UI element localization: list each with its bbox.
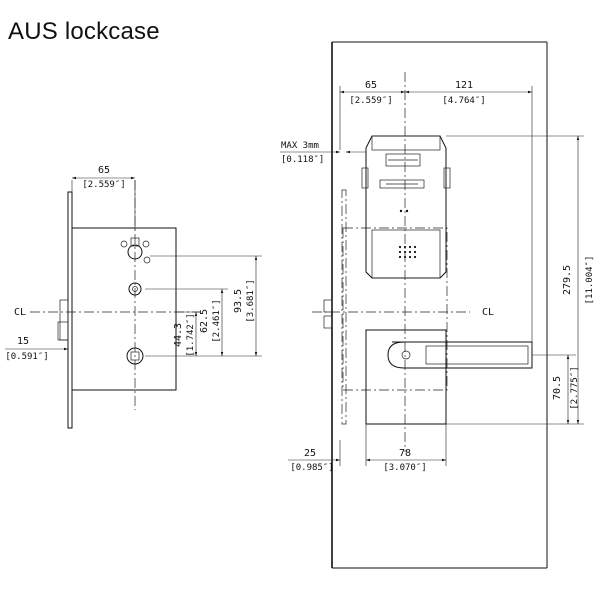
- dim-93-in: [3.681″]: [246, 279, 256, 322]
- dim-62-mm: 62.5: [199, 309, 210, 333]
- faceplate: [67, 191, 73, 429]
- keypad-module: [371, 229, 441, 279]
- dim-44-mm: 44.3: [173, 323, 184, 347]
- height-in: [11.004″]: [585, 256, 595, 305]
- lockcase-side-view: 65 [2.559″] CL 15 [0.591″] 44.3 [1.742″]…: [5, 165, 262, 429]
- deadbolt: [57, 321, 69, 341]
- right-left-in: [2.559″]: [349, 96, 392, 106]
- dim-44-in: [1.742″]: [186, 313, 196, 356]
- left-width-in: [2.559″]: [82, 180, 125, 190]
- dim-93-mm: 93.5: [233, 289, 244, 313]
- latch-bolt: [59, 299, 69, 341]
- bottom-mid-in: [3.070″]: [383, 463, 426, 473]
- bottom-left-in: [0.985″]: [290, 463, 333, 473]
- left-backset-in: [0.591″]: [5, 352, 48, 362]
- lower-mm: 70.5: [552, 376, 563, 400]
- door-latch-tongue: [323, 299, 333, 313]
- lever-handle: [365, 329, 533, 425]
- lockcase-body: [71, 227, 177, 391]
- middle-spindle-hole: [128, 282, 142, 296]
- right-left-mm: 65: [365, 80, 377, 91]
- page-title: AUS lockcase: [8, 18, 160, 45]
- keypad-icon: [398, 245, 417, 259]
- hidden-lockcase: [342, 227, 448, 391]
- door-deadbolt-tongue: [323, 315, 333, 329]
- left-cl-label: CL: [14, 307, 26, 318]
- height-mm: 279.5: [562, 265, 573, 295]
- lower-in: [2.775″]: [570, 366, 580, 409]
- left-backset-mm: 15: [17, 336, 29, 347]
- hidden-faceplate: [341, 189, 347, 425]
- bottom-left-mm: 25: [304, 448, 316, 459]
- max-gap-in: [0.118″]: [281, 155, 324, 165]
- bottom-mid-mm: 78: [399, 448, 411, 459]
- right-cl-label: CL: [482, 307, 494, 318]
- right-right-mm: 121: [455, 80, 473, 91]
- outside-escutcheon: [361, 135, 451, 279]
- left-width-mm: 65: [98, 165, 110, 176]
- card-slot: [379, 179, 425, 189]
- cylinder-hole: [120, 237, 151, 264]
- right-right-in: [4.764″]: [442, 96, 485, 106]
- max-gap-label: MAX 3mm: [281, 141, 319, 151]
- dim-62-in: [2.461″]: [212, 299, 222, 342]
- handle-spindle-hole: [126, 347, 144, 365]
- card-reader-window: [385, 153, 421, 167]
- door-front-view: CL 65 [2.559″] 121 [4.764″] MAX 3mm [0.1…: [280, 41, 595, 569]
